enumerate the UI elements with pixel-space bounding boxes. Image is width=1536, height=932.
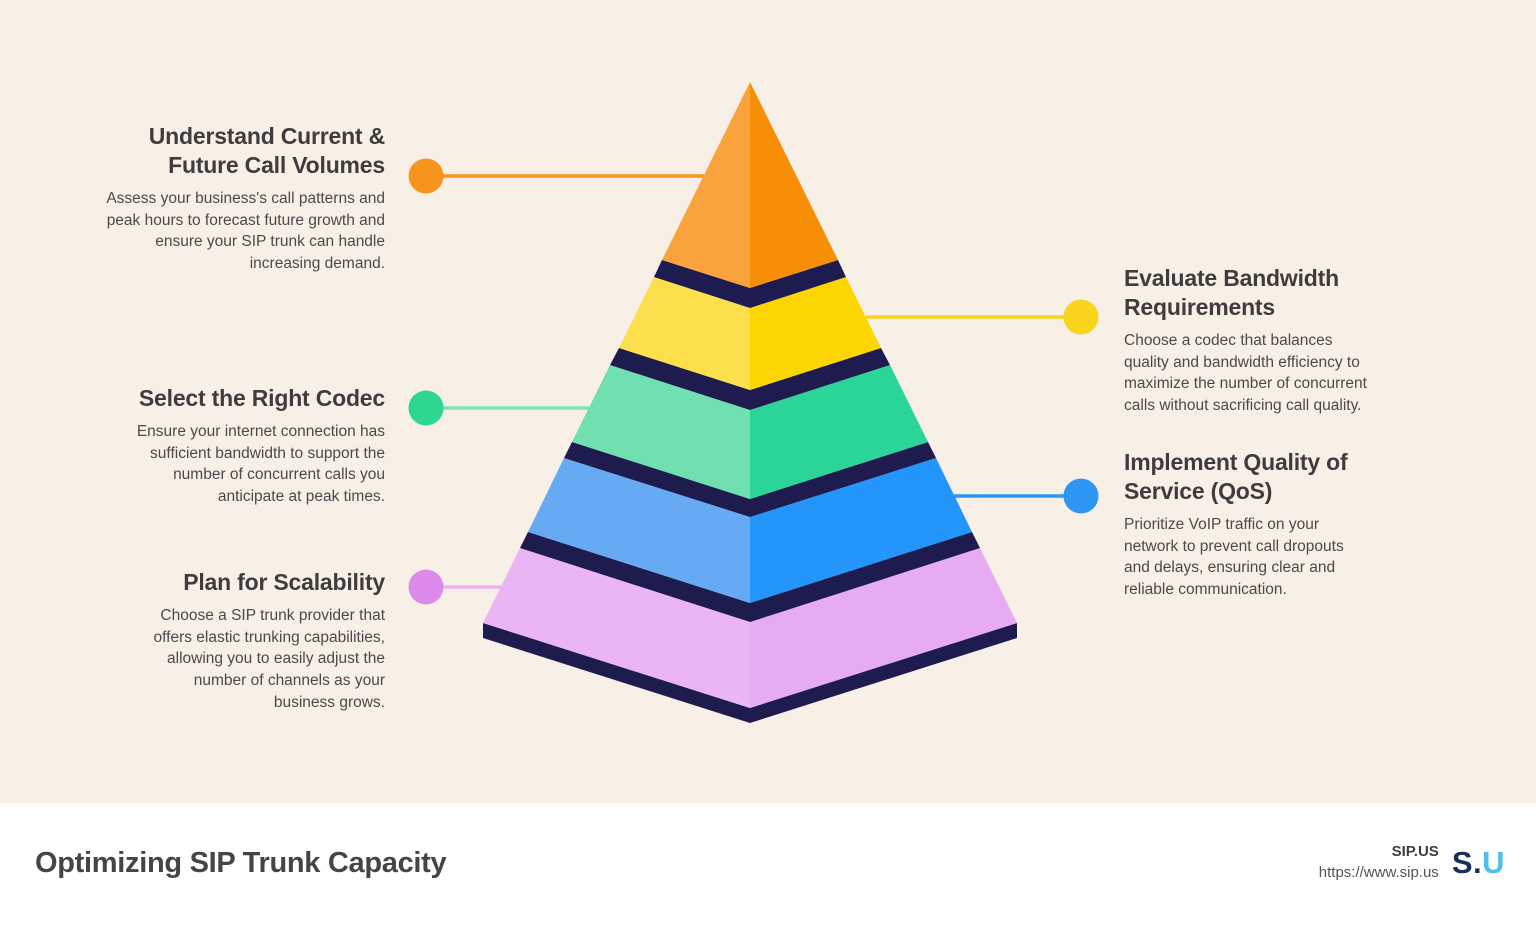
pyramid-layer-codec-right-face: [750, 365, 928, 499]
pyramid-layer-bandwidth-left-face: [619, 277, 750, 390]
pyramid-layer-qos-left-face: [528, 458, 750, 603]
step-body-codec: Ensure your internet connection has suff…: [136, 423, 385, 506]
step-body-qos: Prioritize VoIP traffic on your network …: [1124, 516, 1344, 599]
step-body-call-volumes: Assess your business's call patterns and…: [106, 190, 385, 273]
connector-line-bandwidth: [866, 315, 1064, 319]
step-title-bandwidth: Evaluate Bandwidth Requirements: [1124, 265, 1339, 320]
pyramid-layer-bandwidth-right-face: [750, 277, 881, 390]
step-body-scalability: Choose a SIP trunk provider that offers …: [153, 607, 385, 711]
step-block-call-volumes: Understand Current & Future Call Volumes…: [48, 122, 385, 275]
pyramid-layer-codec-left-face: [572, 365, 750, 499]
pyramid-separator-1: [654, 260, 846, 308]
step-title-scalability: Plan for Scalability: [183, 569, 385, 595]
pyramid-layer-qos-right-face: [750, 458, 972, 603]
page-title: Optimizing SIP Trunk Capacity: [35, 847, 447, 879]
logo-light-part: U: [1482, 844, 1505, 880]
pyramid-layer-call-volumes-left-face: [662, 82, 750, 288]
pyramid-layer-call-volumes-right-face: [750, 82, 838, 288]
step-dot-scalability: [408, 569, 444, 605]
brand-block: SIP.US https://www.sip.us S.U: [1319, 841, 1505, 883]
step-title-call-volumes: Understand Current & Future Call Volumes: [148, 123, 385, 178]
brand-text: SIP.US https://www.sip.us: [1319, 841, 1439, 883]
step-dot-qos: [1063, 478, 1099, 514]
pyramid-layer-scalability-left-face: [483, 548, 750, 708]
connector-line-codec: [443, 406, 589, 410]
pyramid-layer-scalability-right-face: [750, 548, 1017, 708]
footer-bar: Optimizing SIP Trunk Capacity SIP.US htt…: [0, 803, 1536, 932]
connector-line-call-volumes: [443, 174, 704, 178]
brand-name: SIP.US: [1391, 843, 1439, 860]
pyramid-separator-2: [610, 348, 890, 410]
step-title-codec: Select the Right Codec: [138, 385, 385, 411]
step-title-qos: Implement Quality of Service (QoS): [1124, 449, 1348, 504]
connector-line-qos: [954, 494, 1064, 498]
step-block-qos: Implement Quality of Service (QoS) Prior…: [1124, 448, 1424, 601]
step-block-codec: Select the Right Codec Ensure your inter…: [48, 384, 385, 508]
pyramid-separator-4: [520, 532, 980, 622]
step-dot-bandwidth: [1063, 299, 1099, 335]
logo-dark-part: S.: [1451, 844, 1483, 880]
step-dot-codec: [408, 390, 444, 426]
connector-line-scalability: [443, 585, 501, 589]
brand-url: https://www.sip.us: [1318, 864, 1439, 881]
step-block-bandwidth: Evaluate Bandwidth Requirements Choose a…: [1124, 264, 1424, 417]
step-dot-call-volumes: [408, 158, 444, 194]
pyramid-separator-3: [564, 442, 936, 517]
step-body-bandwidth: Choose a codec that balances quality and…: [1124, 332, 1367, 415]
step-block-scalability: Plan for Scalability Choose a SIP trunk …: [48, 568, 386, 714]
sip-us-logo: S.U: [1452, 847, 1505, 878]
